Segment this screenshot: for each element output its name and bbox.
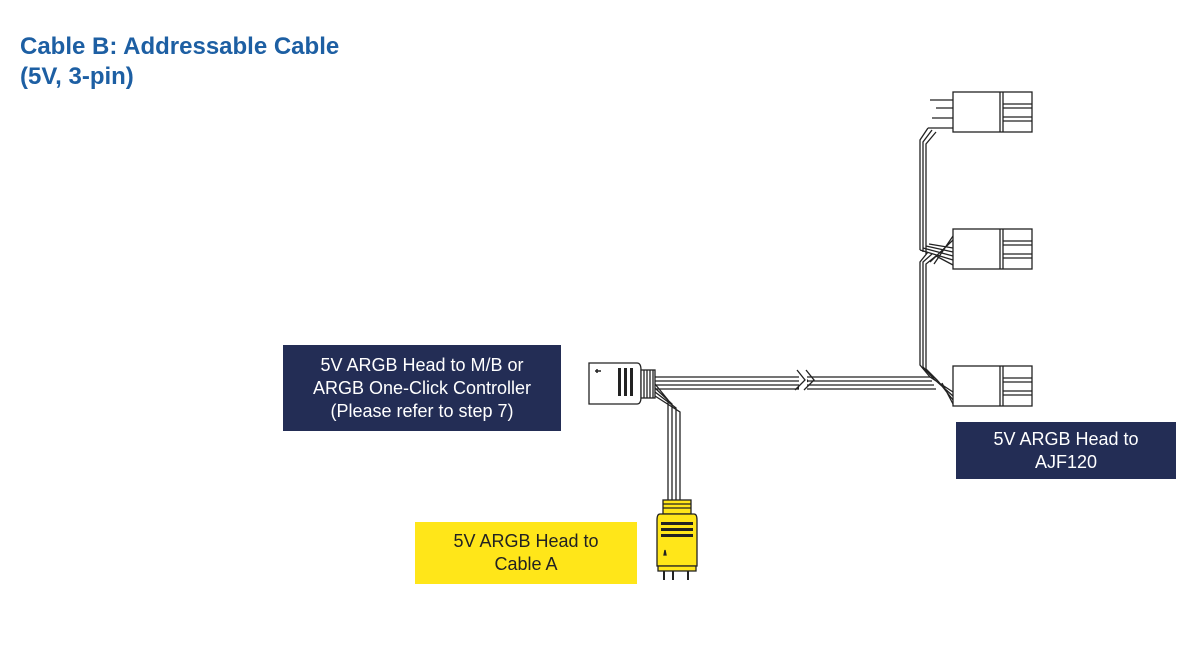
cable-a-label-line-1: 5V ARGB Head to (453, 531, 599, 551)
mb-label-line-3: (Please refer to step 7) (330, 400, 514, 421)
ajf120-label-line-1: 5V ARGB Head to (993, 428, 1139, 449)
cable-a-label-line-2: Cable A (494, 554, 558, 574)
ajf120-label: 5V ARGB Head to AJF120 (956, 422, 1176, 479)
mb-label-line-1: 5V ARGB Head to M/B or (320, 354, 524, 375)
mb-label-line-2: ARGB One-Click Controller (312, 377, 532, 398)
title-line-1: Cable B: Addressable Cable (20, 33, 340, 60)
ajf120-connector-2 (952, 228, 1033, 270)
mb-head-connector (588, 362, 656, 405)
ajf120-label-line-2: AJF120 (1034, 451, 1098, 472)
branch-cable (654, 383, 681, 500)
ajf120-connector-1 (952, 91, 1033, 133)
mb-head-label: 5V ARGB Head to M/B or ARGB One-Click Co… (283, 345, 561, 431)
main-cable (655, 369, 936, 398)
cable-a-label: 5V ARGB Head to Cable A (415, 522, 637, 584)
riser-cable (919, 99, 954, 405)
diagram-title: Cable B: Addressable Cable (5V, 3-pin) (20, 32, 339, 92)
title-line-2: (5V, 3-pin) (20, 63, 134, 90)
cable-a-connector (656, 499, 698, 580)
ajf120-connector-3 (952, 365, 1033, 407)
